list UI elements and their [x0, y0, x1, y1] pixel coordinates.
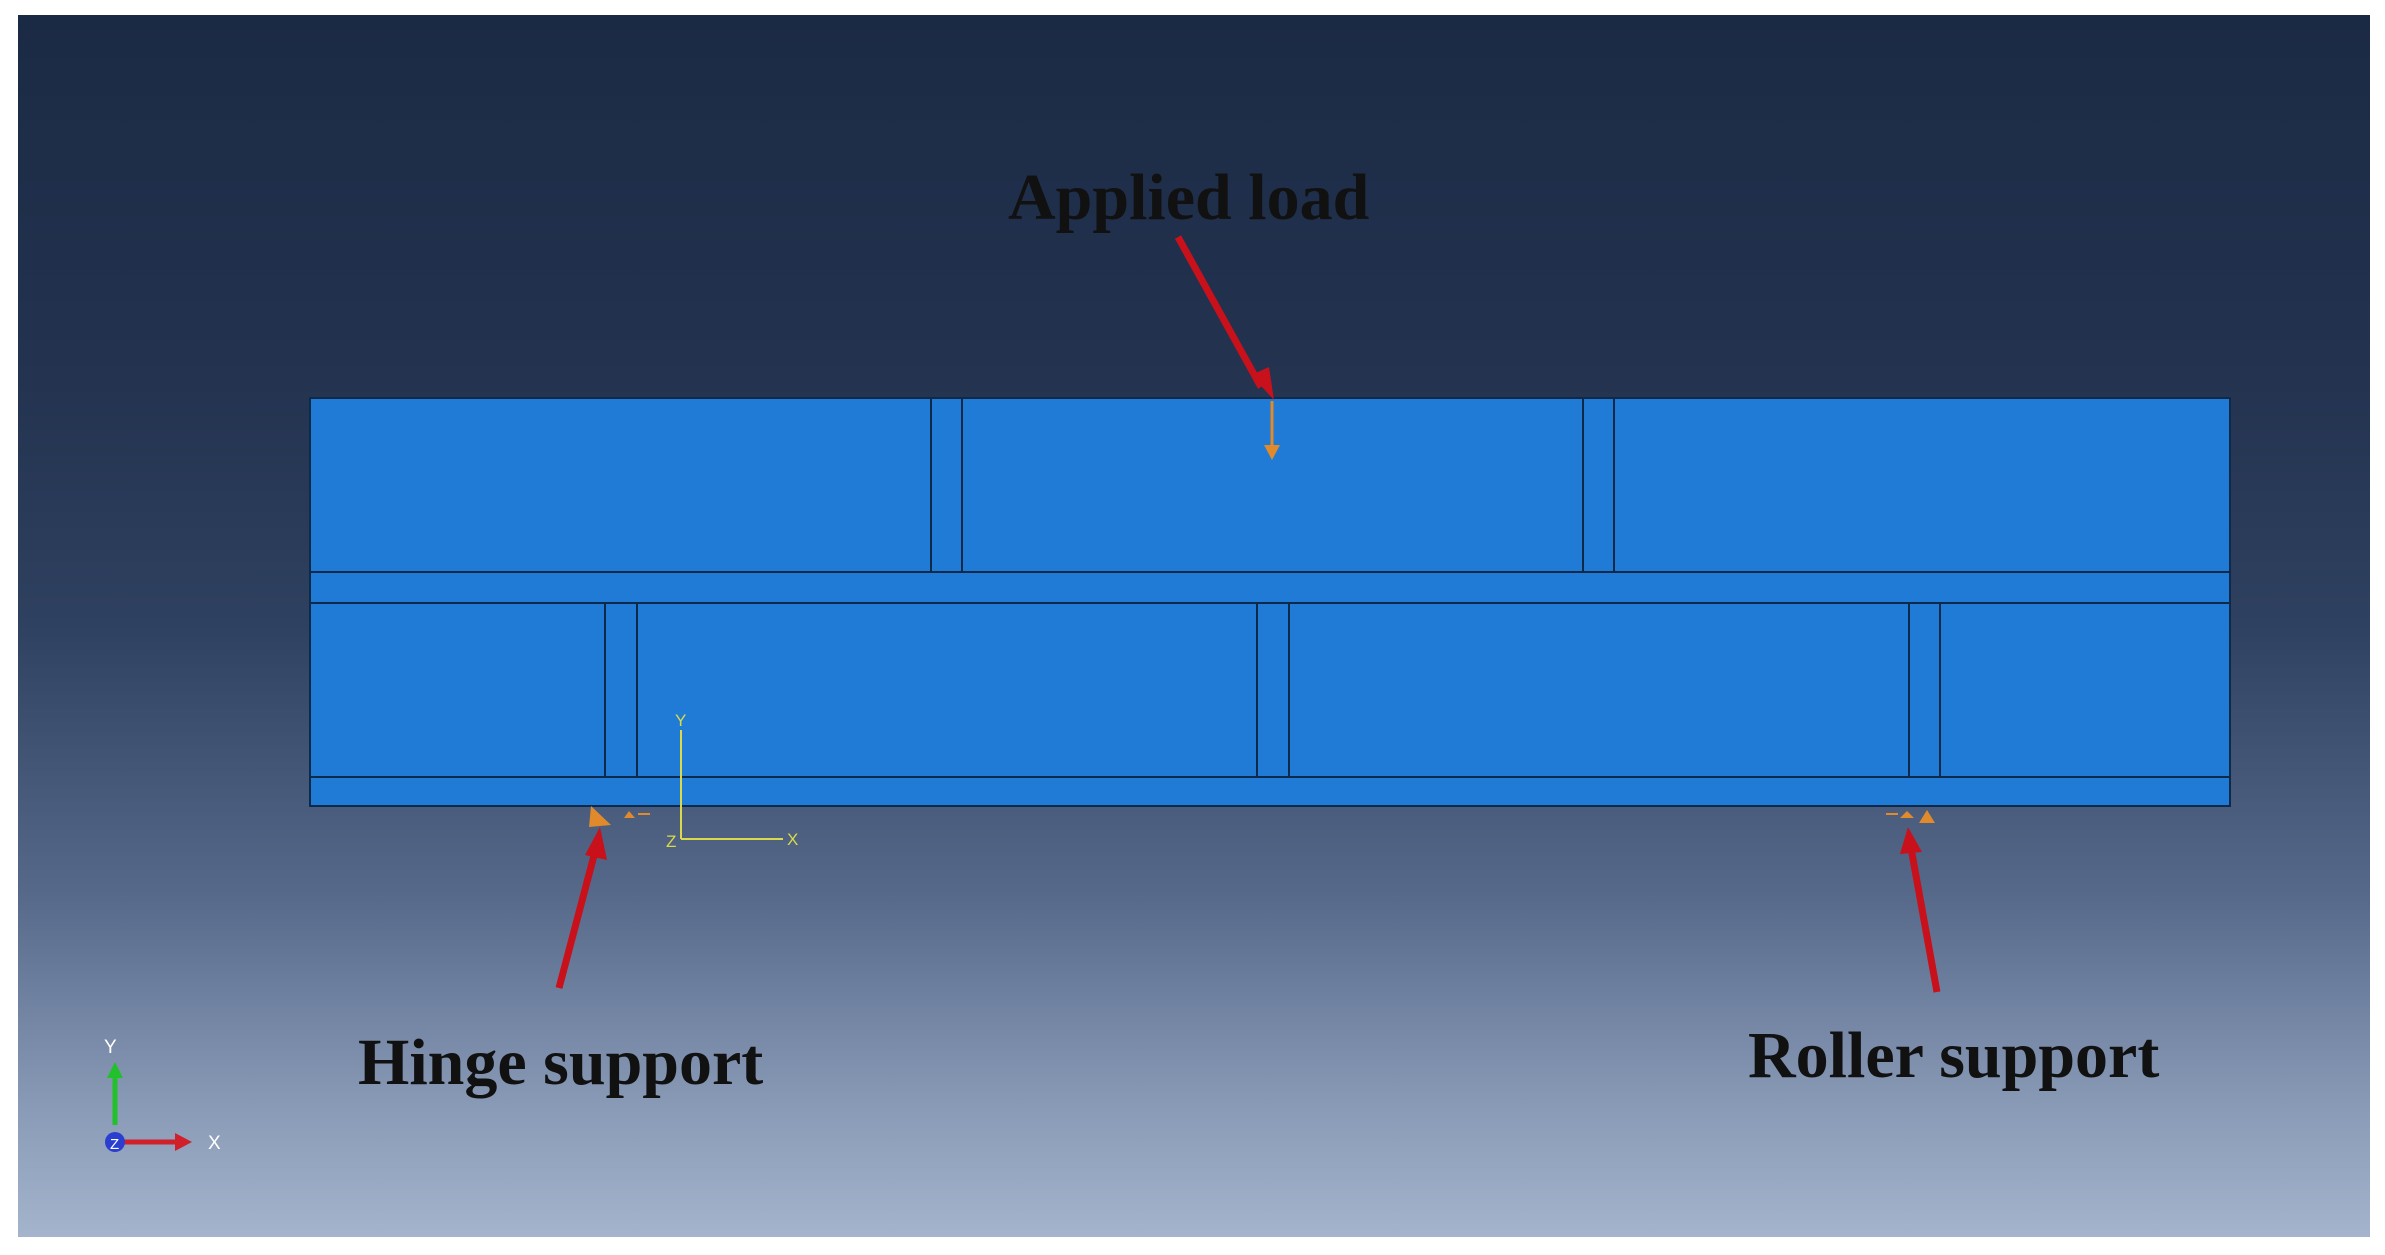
triad-x-label: X	[208, 1133, 221, 1154]
global-axis-triad: Y Z X	[104, 1037, 221, 1154]
applied-load-arrow	[1174, 235, 1274, 400]
model-viewport[interactable]: Y X Z Y Z X Applied load Hin	[18, 15, 2370, 1237]
local-z-label: Z	[666, 832, 676, 851]
local-x-label: X	[787, 830, 798, 849]
roller-bc-symbol[interactable]	[1886, 810, 1935, 823]
roller-support-arrow	[1900, 827, 1941, 993]
hinge-bc-symbol[interactable]	[589, 806, 650, 827]
triad-y-label: Y	[104, 1037, 117, 1058]
applied-load-label: Applied load	[1008, 161, 1370, 234]
local-csys: Y X Z	[666, 711, 798, 851]
hinge-support-arrow	[555, 827, 607, 989]
roller-support-label: Roller support	[1748, 1019, 2160, 1092]
hinge-support-label: Hinge support	[358, 1026, 764, 1099]
local-y-label: Y	[675, 711, 686, 730]
beam-part[interactable]	[309, 397, 2231, 807]
model-canvas: Y X Z Y Z X	[104, 235, 2231, 1154]
triad-z-label: Z	[110, 1136, 119, 1153]
load-symbol[interactable]	[1264, 401, 1280, 460]
